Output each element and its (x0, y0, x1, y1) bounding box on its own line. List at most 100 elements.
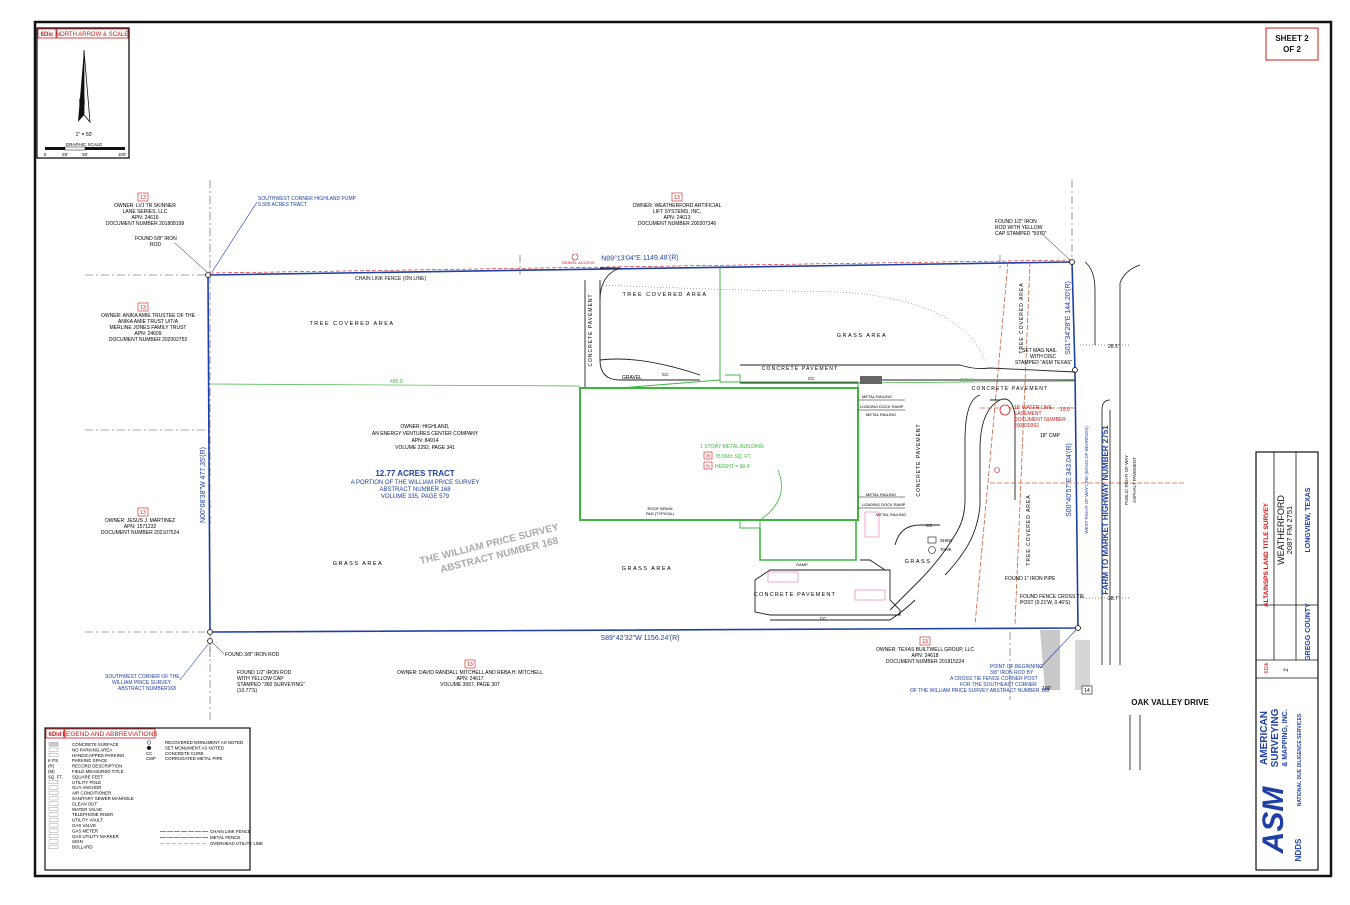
sheet-line2: OF 2 (1283, 45, 1301, 54)
legend-tag: 6Did (48, 732, 61, 738)
sheet-number-box (1265, 27, 1319, 61)
building-tag-1: 7b (705, 454, 711, 459)
svg-text:OWNER: ANIKA AMIE TRUSTEE OF T: OWNER: ANIKA AMIE TRUSTEE OF THE (101, 313, 196, 319)
legend-right-sym: CC (146, 751, 152, 756)
pob-3: A CROSS TIE FENCE CORNER POST (950, 676, 1038, 682)
svg-text:LIFT SYSTEMS, INC.: LIFT SYSTEMS, INC. (653, 209, 701, 215)
tree-line (599, 284, 986, 361)
svg-text:APN: 24613: APN: 24613 (664, 215, 691, 221)
owner-nw: 13 OWNER: LVJ TR SKINNER LANE SERIES, LL… (106, 192, 184, 227)
legend-swatch (48, 790, 59, 795)
county: GREGG COUNTY (1305, 603, 1312, 661)
legend-swatch (48, 807, 59, 811)
legend-swatch (48, 780, 59, 784)
found-12-s-4: (10.77'S) (237, 688, 257, 694)
found-12-s-2: WITH YELLOW CAP (237, 676, 284, 682)
fence-tie-2: POST (0.21'W, 0.46'S) (1020, 600, 1071, 606)
north-bearing: N89°13'04"E 1149.48'(R) (601, 253, 679, 262)
owner-n: 13 OWNER: WEATHERFORD ARTIFICIAL LIFT SY… (633, 192, 722, 227)
scale-tick-2: 50' (82, 152, 88, 157)
monuments (205, 259, 1081, 644)
svg-text:APN: 1571232: APN: 1571232 (124, 524, 157, 530)
scale-tick-3: 100' (118, 152, 127, 157)
legend-left-item: GAS UTILITY MARKER (72, 834, 119, 839)
legend-left-sym: SQ. FT. (48, 774, 63, 779)
legend-swatch (48, 742, 59, 747)
tree-area-vertical-2: TREE COVERED AREA (1026, 494, 1032, 565)
owner-w2: 13 OWNER: JESUS J. MARTINEZ APN: 1571232… (101, 507, 179, 536)
conc-pave-3: CONCRETE PAVEMENT (972, 386, 1049, 392)
scale-tick-0: 0 (44, 152, 47, 157)
found-12-s-3: STAMPED "360 SURVEYING" (237, 682, 305, 688)
property-boundary (207, 261, 1079, 633)
north-letter: N (79, 97, 86, 107)
found-58-1: FOUND 5/8" IRON (135, 236, 177, 242)
legend-box (44, 727, 251, 871)
cc-4: CC (820, 616, 827, 621)
svg-text:APN: 24616: APN: 24616 (132, 215, 159, 221)
legend-left-item: RECORD DESCRIPTION (72, 764, 122, 769)
grass-area-2: GRASS AREA (333, 561, 383, 567)
north-arrow-title: NORTH ARROW & SCALE (56, 32, 129, 38)
building-area: 75,566± SQ. FT. (715, 454, 751, 460)
legend-line-item: OVERHEAD UTILITY LINE (210, 841, 263, 846)
found-58-2: ROD (150, 242, 162, 248)
ramps (858, 399, 905, 509)
overhead-utility-lines (974, 261, 1185, 626)
found-12-ne-3: CAP STAMPED "5970" (995, 231, 1047, 237)
svg-text:OWNER: DAVID RANDALL MITCHELL: OWNER: DAVID RANDALL MITCHELL AND REBA H… (397, 670, 543, 676)
mag-nail-1: SET MAG NAIL (1022, 348, 1057, 354)
fence-tie-1: FOUND FENCE CROSS TIE (1020, 594, 1085, 600)
north-arrow-icon (78, 50, 84, 122)
asphalt: ASPHALT PAVEMENT (1132, 457, 1137, 503)
svg-text:13: 13 (140, 195, 146, 201)
dim-west: 490.9' (390, 379, 404, 385)
railing-1: METAL RAILING (862, 394, 892, 399)
building-label-1: 1 STORY METAL BUILDING (700, 444, 764, 450)
grass-area-1: GRASS AREA (837, 333, 887, 339)
legend-right-item: CONCRETE CURB (165, 751, 203, 756)
legend-right-item: CORRUGATED METAL PIPE (165, 756, 223, 761)
owner-se: 13 OWNER: TEXAS BUILTWELL GROUP, LLC APN… (876, 636, 974, 665)
water-line-2: EASEMENT (1014, 411, 1042, 417)
legend-left-item: CLEAN OUT (72, 801, 97, 806)
legend-line-item: CHAIN LINK FENCE (210, 829, 251, 834)
owner-s: 13 OWNER: DAVID RANDALL MITCHELL AND REB… (397, 659, 543, 688)
svg-text:MERLINE JONES FAMILY TRUST: MERLINE JONES FAMILY TRUST (110, 325, 187, 331)
owner-w1: 13 OWNER: ANIKA AMIE TRUSTEE OF THE ANIK… (101, 302, 196, 343)
pob-4: FOR THE SOUTHEAST CORNER (960, 682, 1037, 688)
legend-swatch (48, 753, 59, 757)
legend-left-item: UTILITY VAULT (72, 818, 103, 823)
sw-pump-note-1: SOUTHWEST CORNER HIGHLAND PUMP (258, 196, 357, 202)
legend-left-item: SANITARY SEWER MANHOLE (72, 796, 134, 801)
graphic-scale-label: GRAPHIC SCALE (66, 142, 103, 147)
owner-center-1: OWNER: HIGHLAND, (400, 424, 449, 430)
sw-corner-2: WILLIAM PRICE SURVEY (112, 680, 172, 686)
chain-fence-label: CHAIN LINK FENCE (ON LINE) (355, 276, 426, 282)
owner-center-2: AN ENERGY VENTURES CENTER COMPANY (372, 431, 479, 437)
cc-1: CC (662, 372, 669, 377)
svg-text:13: 13 (922, 639, 928, 645)
svg-text:13: 13 (674, 195, 680, 201)
title-tag-2: 2 (1284, 668, 1290, 672)
conc-pave-2: CONCRETE PAVEMENT (762, 366, 839, 372)
scale-tick-1: 25' (62, 152, 68, 157)
svg-text:OWNER: WEATHERFORD ARTIFICIAL: OWNER: WEATHERFORD ARTIFICIAL (633, 203, 722, 209)
legend-left-item: CONCRETE SURFACE (72, 742, 119, 747)
oak-valley-drive: OAK VALLEY DRIVE (1131, 698, 1209, 707)
svg-text:ANIKA AMIE TRUST U/T/A: ANIKA AMIE TRUST U/T/A (118, 319, 179, 325)
svg-text:OWNER: JESUS J. MARTINEZ: OWNER: JESUS J. MARTINEZ (105, 518, 175, 524)
legend-monument-icon (146, 745, 152, 750)
legend-left-item: SQUARE FEET (72, 774, 103, 779)
legend-swatch (48, 812, 59, 817)
ramp-1: LOADING DOCK RAMP (860, 404, 904, 409)
railing-4: METAL RAILING (876, 512, 906, 517)
north-arrow-tag: 6Dic (41, 32, 54, 38)
handicapped-parking (767, 511, 886, 601)
legend-left-item: TELEPHONE RISER (72, 812, 113, 817)
found-12-ne-2: ROD WITH YELLOW (995, 225, 1043, 231)
south-bearing: S89°42'32"W 1156.24'(R) (600, 634, 679, 642)
